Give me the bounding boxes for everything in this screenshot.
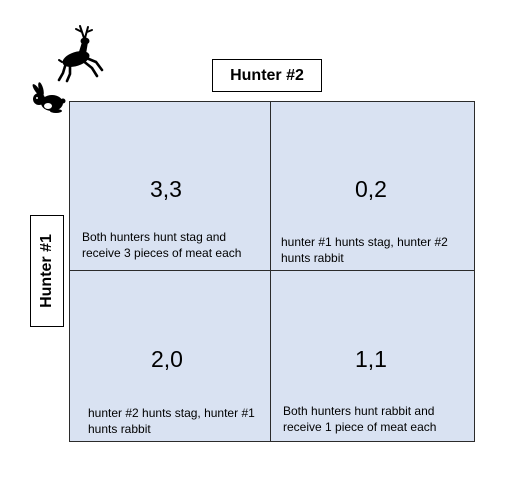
matrix-divider-horizontal <box>70 270 474 271</box>
payoff-description: hunter #2 hunts stag, hunter #1 hunts ra… <box>88 406 255 436</box>
payoff-matrix: 3,3 Both hunters hunt stag and receive 3… <box>69 101 475 442</box>
payoff-description: hunter #1 hunts stag, hunter #2 hunts ra… <box>281 235 448 265</box>
stag-icon <box>57 25 104 83</box>
payoff-value: 3,3 <box>150 176 182 202</box>
matrix-divider-vertical <box>270 102 271 441</box>
payoff-value: 0,2 <box>355 176 387 202</box>
payoff-value: 1,1 <box>355 346 387 372</box>
payoff-description: Both hunters hunt stag and receive 3 pie… <box>82 230 242 260</box>
column-player-label: Hunter #2 <box>212 59 322 92</box>
row-player-label: Hunter #1 <box>30 215 64 327</box>
payoff-value: 2,0 <box>151 346 183 372</box>
row-player-text: Hunter #1 <box>38 234 56 308</box>
payoff-description: Both hunters hunt rabbit and receive 1 p… <box>283 404 437 434</box>
column-player-text: Hunter #2 <box>230 66 304 84</box>
rabbit-icon <box>32 82 66 113</box>
